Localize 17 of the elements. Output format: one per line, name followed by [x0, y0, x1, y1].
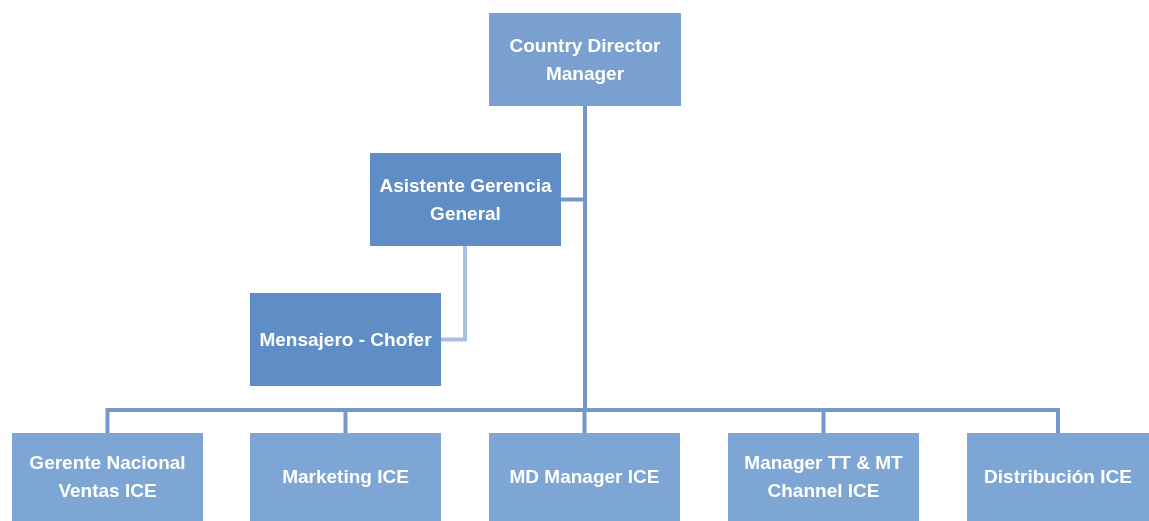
org-box: [370, 153, 561, 246]
org-box: [489, 13, 681, 106]
role-title: Mensajero - Chofer: [259, 327, 432, 352]
org-box: [12, 433, 203, 521]
role-title: Manager TT & MT Channel ICE: [743, 451, 904, 503]
role-title: Distribución ICE: [984, 465, 1132, 489]
role-title: Marketing ICE: [282, 465, 409, 489]
role-title: Country Director Manager: [508, 33, 662, 86]
org-box: [728, 433, 919, 521]
role-title: MD Manager ICE: [509, 465, 660, 489]
org-box: [250, 293, 441, 386]
org-box: [967, 433, 1149, 521]
connector-line: [441, 246, 467, 342]
role-title: Asistente Gerencia General: [378, 173, 553, 226]
org-box: [489, 433, 680, 521]
org-box: [250, 433, 441, 521]
role-title: Gerente Nacional Ventas ICE: [28, 451, 187, 503]
